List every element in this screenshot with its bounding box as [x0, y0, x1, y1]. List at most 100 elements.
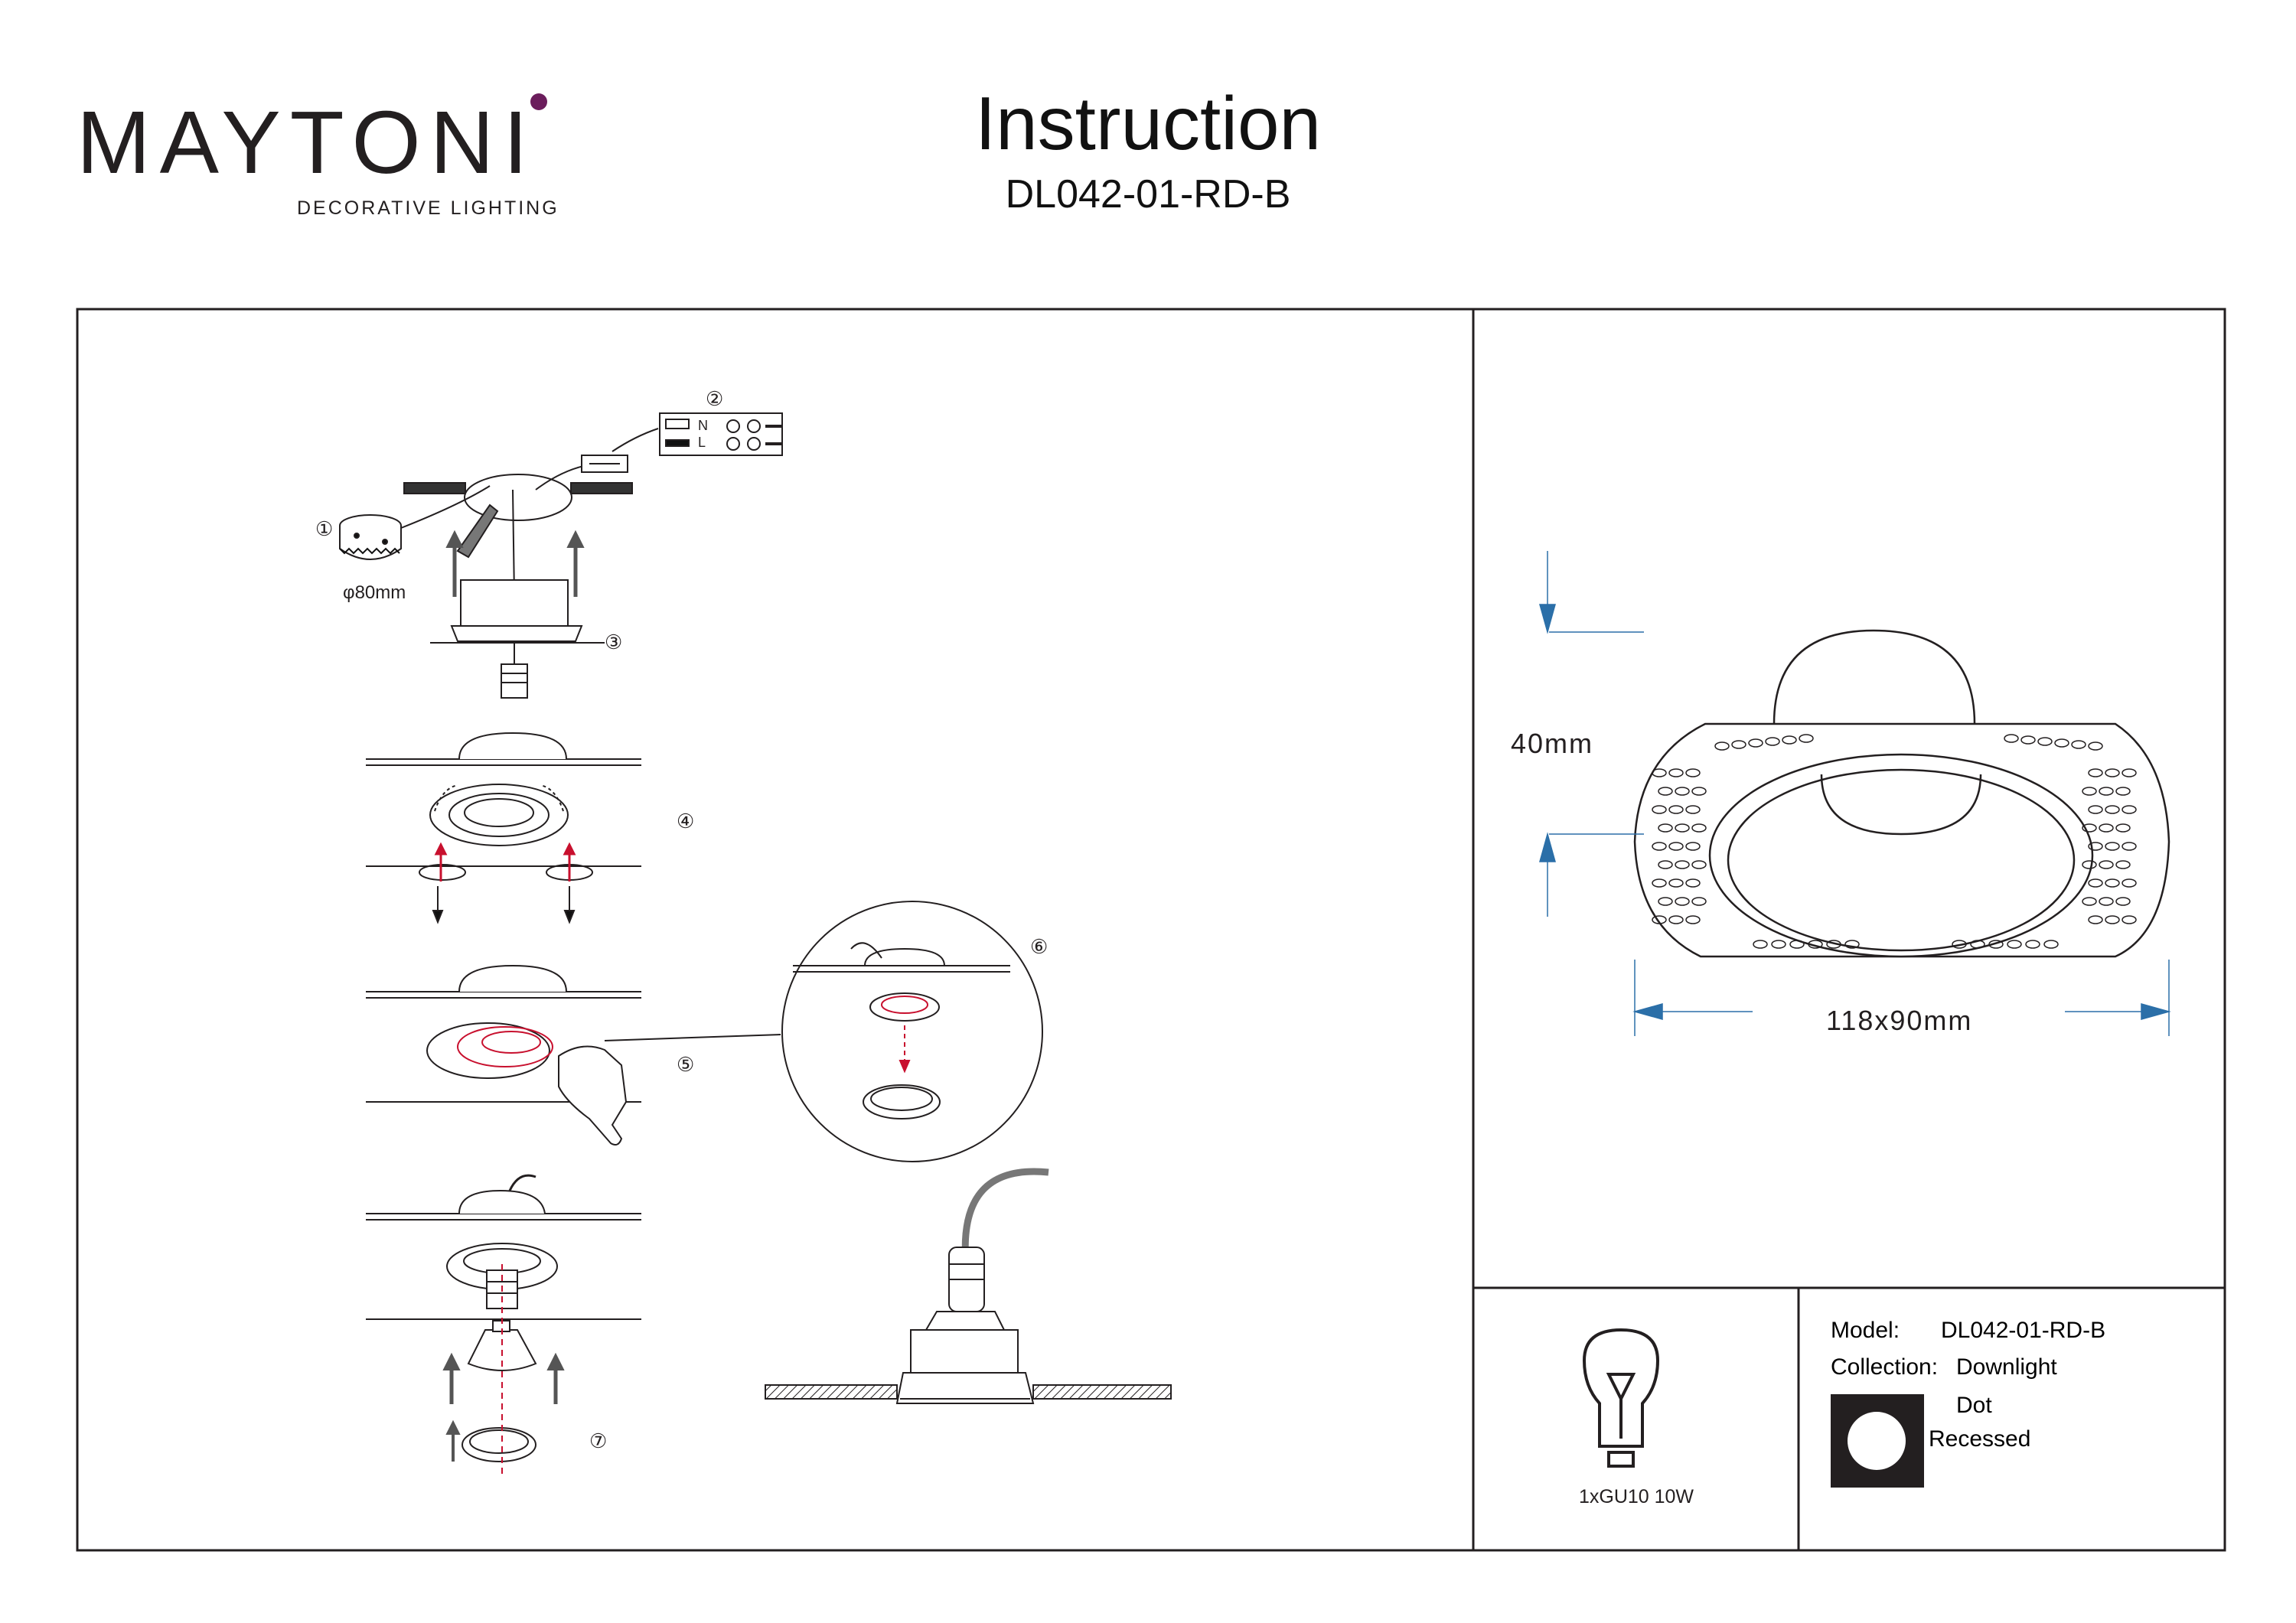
- step-1-3-diagram: [339, 412, 783, 699]
- perforation-hole: [2115, 787, 2131, 796]
- perforation-hole: [1799, 734, 1814, 743]
- step-number-2: ②: [706, 387, 723, 410]
- perforation-hole: [1675, 823, 1690, 833]
- perforation-hole: [2082, 897, 2097, 906]
- perforation-hole: [2082, 787, 2097, 796]
- perforation-hole: [1970, 940, 1985, 949]
- perforation-hole: [2122, 842, 2137, 851]
- step-number-3: ③: [605, 631, 622, 653]
- perforation-hole: [2025, 940, 2040, 949]
- perforation-hole: [2082, 860, 2097, 869]
- product-perforation-pattern: [1652, 734, 2137, 949]
- perforation-hole: [1771, 940, 1786, 949]
- perforation-hole: [1652, 805, 1667, 814]
- step-7-diagram: [366, 1174, 641, 1477]
- perforation-hole: [2088, 915, 2103, 924]
- lamp-label: 1xGU10 10W: [1579, 1486, 1694, 1507]
- perforation-hole: [1675, 897, 1690, 906]
- perforation-hole: [1675, 860, 1690, 869]
- perforation-hole: [1714, 741, 1730, 751]
- terminal-n-label: N: [698, 418, 708, 433]
- brand-tagline: DECORATIVE LIGHTING: [297, 197, 559, 219]
- perforation-hole: [1753, 940, 1768, 949]
- perforation-hole: [1668, 915, 1684, 924]
- perforation-hole: [2099, 823, 2114, 833]
- perforation-hole: [1808, 940, 1823, 949]
- sheet-frame: [76, 308, 2226, 1552]
- perforation-hole: [2088, 741, 2103, 751]
- perforation-hole: [1691, 787, 1707, 796]
- hole-saw-icon: [339, 514, 402, 560]
- perforation-hole: [1685, 878, 1701, 888]
- step-number-7: ⑦: [589, 1429, 607, 1452]
- perforation-hole: [1668, 878, 1684, 888]
- installed-section-view: [765, 1168, 1172, 1404]
- perforation-hole: [2020, 735, 2036, 745]
- perforation-hole: [2071, 740, 2086, 749]
- perforation-hole: [1844, 940, 1860, 949]
- perforation-hole: [1658, 787, 1673, 796]
- spec-collection-label: Collection:: [1831, 1354, 1938, 1380]
- step-4-diagram: [366, 732, 641, 924]
- perforation-hole: [1685, 842, 1701, 851]
- perforation-hole: [1652, 768, 1667, 777]
- perforation-hole: [1652, 842, 1667, 851]
- perforation-hole: [1826, 940, 1841, 949]
- collection-type-icon: [1831, 1394, 1924, 1488]
- perforation-hole: [1765, 737, 1780, 746]
- perforation-hole: [2088, 805, 2103, 814]
- perforation-hole: [1691, 897, 1707, 906]
- perforation-hole: [1675, 787, 1690, 796]
- perforation-hole: [1685, 768, 1701, 777]
- perforation-hole: [2115, 823, 2131, 833]
- lamp-bulb-icon: [1582, 1328, 1660, 1468]
- perforation-hole: [2088, 878, 2103, 888]
- perforation-hole: [2088, 768, 2103, 777]
- perforation-hole: [1685, 915, 1701, 924]
- product-view: [1633, 629, 2170, 958]
- perforation-hole: [2099, 897, 2114, 906]
- perforation-hole: [2122, 768, 2137, 777]
- logo-dot: [530, 93, 547, 110]
- perforation-hole: [1652, 878, 1667, 888]
- perforation-hole: [2122, 805, 2137, 814]
- perforation-hole: [1668, 768, 1684, 777]
- perforation-hole: [2004, 734, 2019, 743]
- perforation-hole: [2105, 842, 2120, 851]
- perforation-hole: [2043, 940, 2059, 949]
- spec-model-value: DL042-01-RD-B: [1941, 1318, 2105, 1343]
- step-number-1: ①: [315, 517, 333, 540]
- arrow-up-icon: [445, 530, 585, 597]
- terminal-block-icon: [581, 412, 783, 473]
- model-code: DL042-01-RD-B: [1005, 172, 1291, 217]
- perforation-hole: [1952, 940, 1967, 949]
- spec-type-line1: Dot: [1956, 1393, 1992, 1418]
- perforation-hole: [1658, 897, 1673, 906]
- perforation-hole: [2122, 878, 2137, 888]
- perforation-hole: [2115, 860, 2131, 869]
- perforation-hole: [1782, 735, 1797, 745]
- perforation-hole: [1988, 940, 2004, 949]
- perforation-hole: [2122, 915, 2137, 924]
- step-number-6: ⑥: [1030, 935, 1048, 958]
- perforation-hole: [2115, 897, 2131, 906]
- brand-logo: MAYTONI: [77, 93, 537, 192]
- hole-size-label: φ80mm: [343, 582, 406, 603]
- perforation-hole: [2007, 940, 2022, 949]
- perforation-hole: [2105, 805, 2120, 814]
- perforation-hole: [2105, 915, 2120, 924]
- page-title: Instruction: [974, 81, 1322, 165]
- perforation-hole: [1789, 940, 1805, 949]
- perforation-hole: [1685, 805, 1701, 814]
- perforation-hole: [1658, 860, 1673, 869]
- spec-collection-value: Downlight: [1956, 1354, 2057, 1380]
- step-number-5: ⑤: [677, 1053, 694, 1076]
- terminal-l-label: L: [698, 435, 706, 450]
- perforation-hole: [1731, 740, 1746, 749]
- perforation-hole: [1691, 823, 1707, 833]
- perforation-hole: [2099, 860, 2114, 869]
- perforation-hole: [1658, 823, 1673, 833]
- perforation-hole: [2054, 738, 2069, 748]
- perforation-hole: [2037, 737, 2053, 746]
